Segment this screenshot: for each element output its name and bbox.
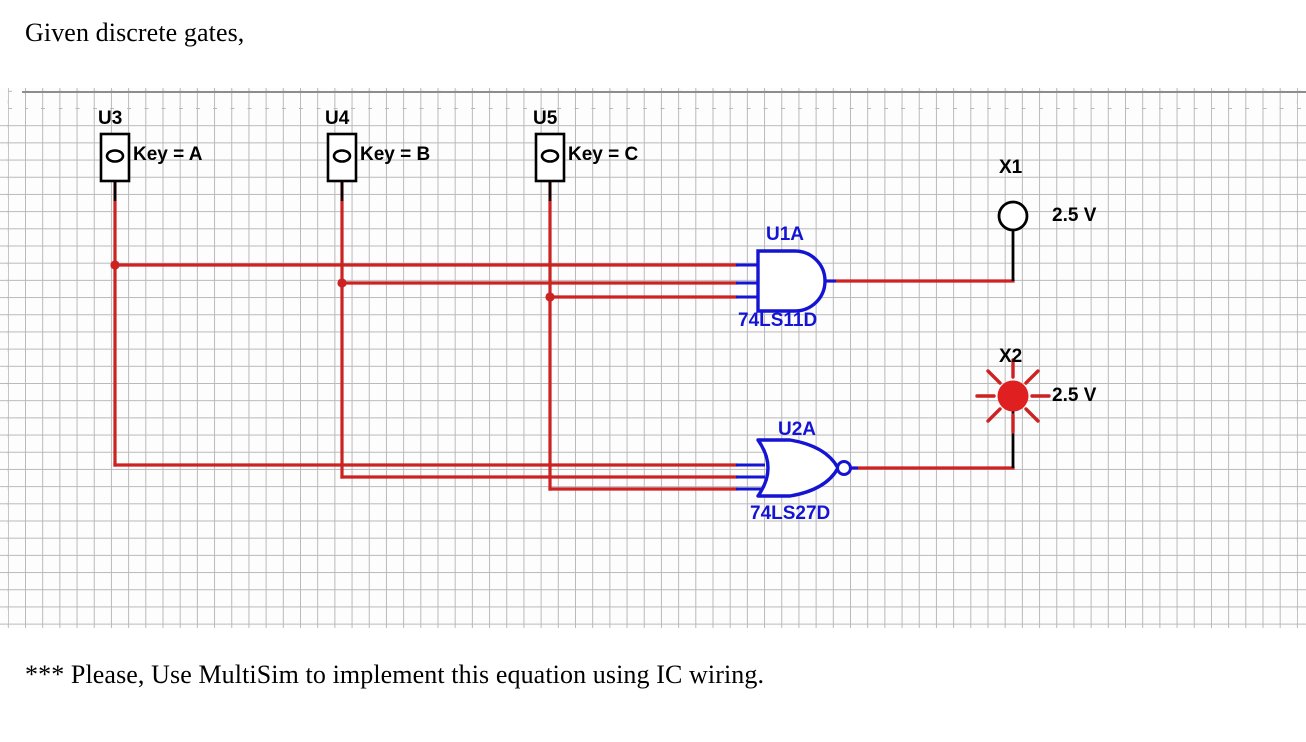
nor-gate-part-label: 74LS27D — [750, 503, 831, 524]
footer-instruction-text: *** Please, Use MultiSim to implement th… — [25, 660, 765, 689]
junction-dot-u5 — [545, 292, 555, 302]
nor-gate-input-leads — [736, 463, 765, 491]
and-gate-body[interactable] — [756, 249, 827, 313]
nor-gate-ref-label: U2A — [778, 419, 817, 440]
switch-u4[interactable] — [326, 132, 358, 201]
junction-dot-u4 — [337, 278, 347, 288]
grid-dot-pattern — [0, 88, 1306, 628]
switch-u5[interactable] — [534, 132, 566, 201]
schematic-top-border — [22, 91, 1306, 93]
intro-text: Given discrete gates, — [25, 18, 245, 47]
switch-u3-key-label: Key = A — [133, 144, 203, 165]
switch-u3[interactable] — [99, 132, 131, 201]
nor-gate-inversion-bubble-icon — [836, 460, 852, 476]
schematic-canvas: U3 Key = A U4 Key = B U5 Key = C U1A 74L… — [0, 88, 1306, 628]
switch-u3-knob-icon[interactable] — [105, 149, 125, 163]
and-gate-ref-label: U1A — [766, 224, 805, 245]
switch-u4-ref-label: U4 — [325, 108, 350, 129]
switch-u5-ref-label: U5 — [533, 108, 558, 129]
probe-x1[interactable] — [997, 200, 1029, 281]
probe-x1-ref-label: X1 — [999, 157, 1023, 178]
and-gate-part-label: 74LS11D — [738, 310, 818, 331]
and-gate-input-leads — [736, 263, 758, 299]
switch-u4-knob-icon[interactable] — [332, 149, 352, 163]
switch-u5-key-label: Key = C — [568, 144, 639, 165]
switch-u3-ref-label: U3 — [98, 108, 123, 129]
probe-x1-indicator-icon[interactable] — [997, 200, 1029, 232]
probe-x2-indicator-icon[interactable] — [997, 380, 1029, 412]
wire-network — [113, 179, 1015, 491]
probe-x2-ref-label: X2 — [999, 346, 1023, 367]
junction-dot-u3 — [110, 260, 120, 270]
schematic-drawing — [99, 132, 1051, 498]
nor-gate-body[interactable] — [756, 438, 840, 498]
and-gate-u1a[interactable] — [736, 249, 836, 313]
probe-x2-glow-rays-icon — [975, 358, 1051, 434]
probe-x2[interactable] — [975, 358, 1051, 468]
switch-u5-knob-icon[interactable] — [540, 149, 560, 163]
probe-x1-voltage-label: 2.5 V — [1052, 205, 1097, 226]
wire-junctions — [110, 260, 555, 302]
nor-gate-u2a[interactable] — [736, 438, 858, 498]
probe-x2-voltage-label: 2.5 V — [1052, 385, 1097, 406]
switch-u4-key-label: Key = B — [360, 144, 431, 165]
